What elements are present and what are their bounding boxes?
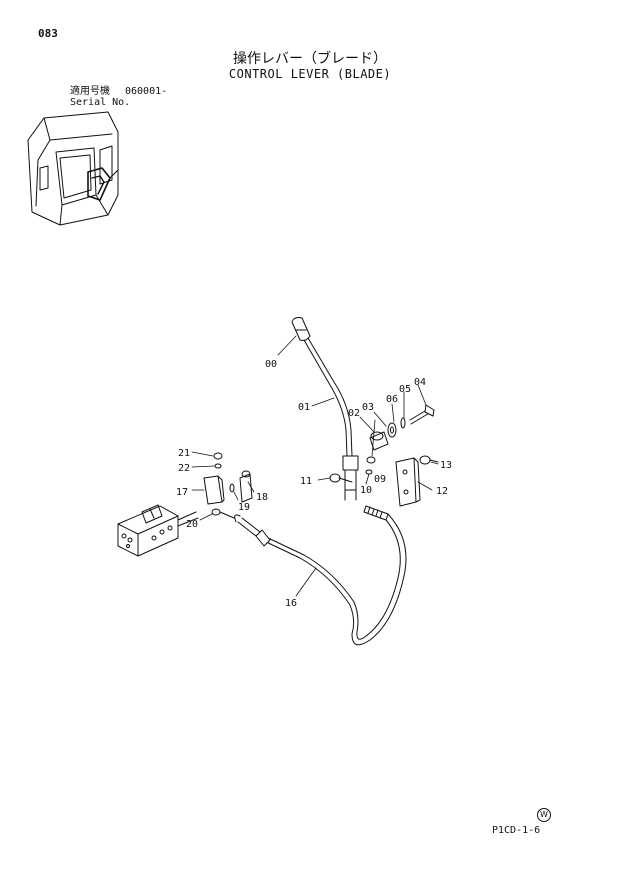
bracket-left <box>203 452 253 519</box>
callout-labels: 00 01 02 03 04 05 06 09 10 11 12 13 16 1… <box>176 359 452 609</box>
callout-09: 09 <box>374 474 386 485</box>
serial-value: 060001- <box>125 86 168 97</box>
push-pull-cable <box>234 505 407 646</box>
callout-04: 04 <box>414 377 426 388</box>
cab-thumbnail <box>27 111 119 226</box>
manufacturer-mark-icon: W <box>537 808 551 822</box>
callout-22: 22 <box>178 463 190 474</box>
callout-01: 01 <box>298 402 310 413</box>
pilot-valve <box>117 504 199 557</box>
callout-13: 13 <box>440 460 452 471</box>
title-english: CONTROL LEVER (BLADE) <box>228 67 392 81</box>
figure-code: P1CD-1-6 <box>492 825 541 836</box>
serial-label-japanese: 適用号機 <box>70 86 110 97</box>
control-lever <box>291 317 359 501</box>
callout-10: 10 <box>360 485 372 496</box>
callout-05: 05 <box>399 384 411 395</box>
leader-lines <box>191 335 439 597</box>
callout-12: 12 <box>436 486 448 497</box>
callout-06: 06 <box>386 394 398 405</box>
callout-20: 20 <box>186 519 198 530</box>
callout-03: 03 <box>362 402 374 413</box>
callout-16: 16 <box>285 598 297 609</box>
pivot-hardware <box>369 404 435 451</box>
callout-18: 18 <box>256 492 268 503</box>
callout-11: 11 <box>300 476 312 487</box>
callout-19: 19 <box>238 502 250 513</box>
callout-17: 17 <box>176 487 188 498</box>
serial-label-english: Serial No. <box>70 97 131 108</box>
callout-21: 21 <box>178 448 190 459</box>
title-japanese: 操作レバー（ブレード） <box>233 51 387 67</box>
bracket-right <box>395 455 439 507</box>
callout-00: 00 <box>265 359 277 370</box>
page-number: 083 <box>38 27 58 40</box>
callout-02: 02 <box>348 408 360 419</box>
